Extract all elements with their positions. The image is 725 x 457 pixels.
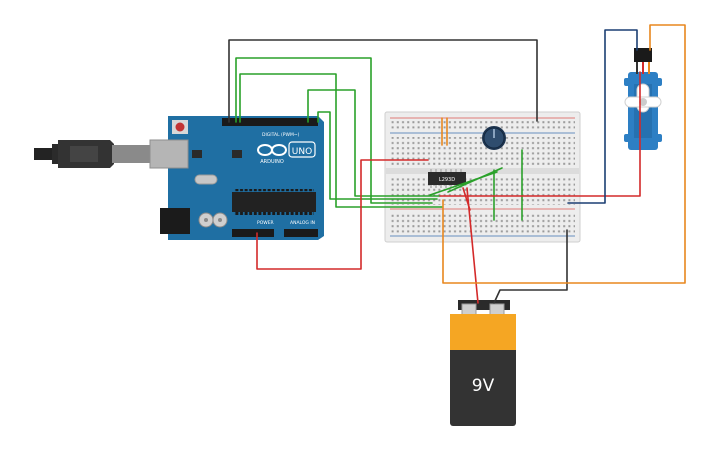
- breadboard: [384, 111, 581, 243]
- arduino-model: UNO: [292, 147, 312, 157]
- wire-black-gnd[interactable]: [228, 39, 538, 123]
- wires: [228, 24, 686, 304]
- wire-green-4[interactable]: [317, 111, 438, 200]
- arduino-logo: ARDUINO: [257, 144, 287, 165]
- wire-red-5v[interactable]: [256, 159, 429, 270]
- battery-voltage-label: 9V: [472, 376, 495, 396]
- wire-navy-servo[interactable]: [567, 29, 638, 204]
- wire-orange-servo[interactable]: [442, 24, 686, 284]
- usb-cable: [34, 140, 150, 168]
- battery-9v[interactable]: 9V: [450, 300, 516, 426]
- wire-red-driver[interactable]: [439, 71, 641, 197]
- wire-green-2[interactable]: [239, 73, 443, 208]
- wire-green-diag-2[interactable]: [447, 167, 503, 193]
- wire-green-1[interactable]: [235, 57, 433, 204]
- wire-green-3[interactable]: [307, 89, 441, 197]
- servo-motor[interactable]: [624, 48, 662, 150]
- driver-chip[interactable]: L293D: [428, 169, 466, 188]
- power-header-label: POWER: [257, 220, 274, 226]
- arduino-uno-board[interactable]: DIGITAL (PWM~) ARDUINO UNO POWER ANALOG: [149, 116, 324, 240]
- digital-header-label: DIGITAL (PWM~): [262, 132, 300, 138]
- driver-chip-label: L293D: [439, 177, 455, 183]
- arduino-brand: ARDUINO: [260, 159, 284, 165]
- potentiometer[interactable]: [482, 126, 506, 150]
- analog-header-label: ANALOG IN: [290, 220, 315, 226]
- wire-red-breadboard[interactable]: [462, 187, 471, 211]
- reset-button[interactable]: [175, 122, 185, 132]
- wire-black-battery[interactable]: [493, 229, 568, 304]
